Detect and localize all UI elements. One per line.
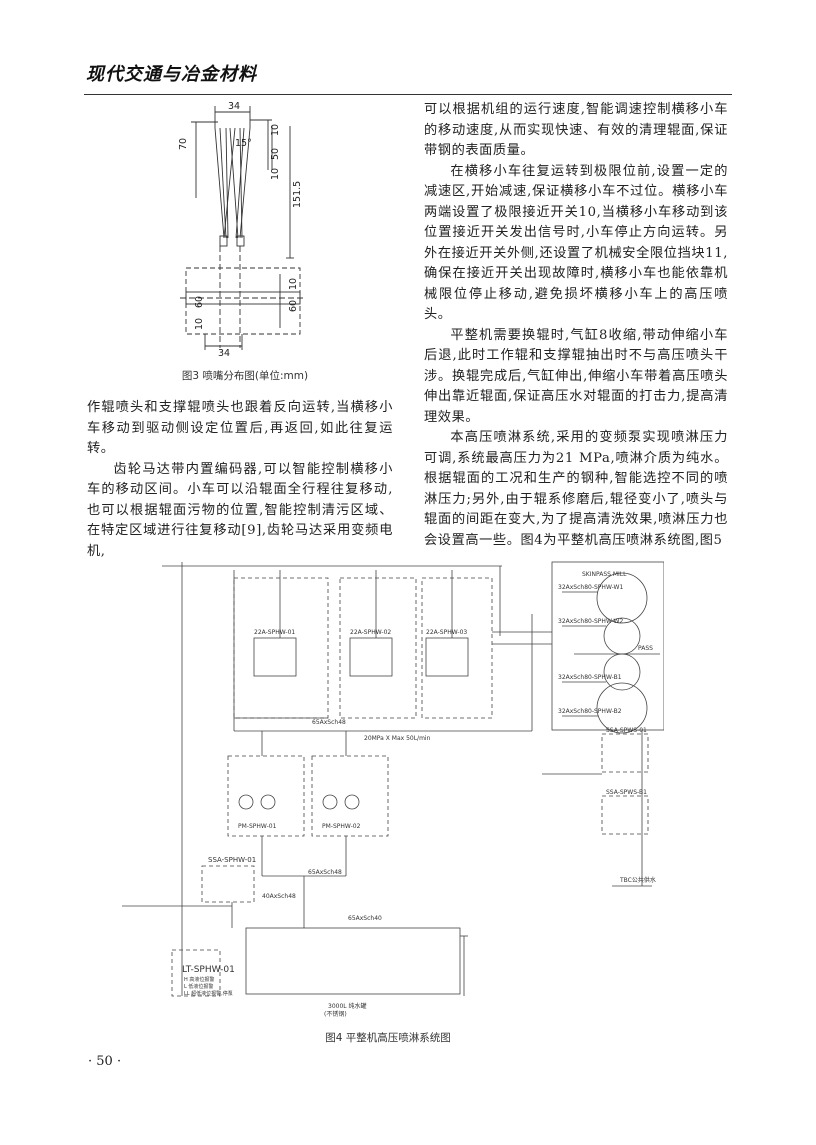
fig4-pipe-label: 65AxSch48 [312,719,346,726]
fig4-pump-spec: 20MPa X Max 50L/min [364,735,431,742]
figure4-caption: 图4 平整机高压喷淋系统图 [325,1032,451,1044]
paragraph: 在横移小车往复运转到极限位前,设置一定的减速区,开始减速,保证横移小车不过位。横… [424,163,728,323]
journal-title: 现代交通与冶金材料 [86,64,257,85]
fig4-valve-label: 22A-SPHW-02 [350,629,391,636]
fig4-pass-label: PASS [638,645,653,652]
fig3-dim-151-5: 151.5 [292,181,303,208]
fig4-tank-label: 3000L 纯水罐 [328,1002,367,1010]
fig4-line-label: 32AxSch80-SPHW-W1 [558,584,623,591]
fig4-pipe-label: 65AxSch40 [348,915,382,922]
fig4-filter-label: SSA-SPWS-01 [606,727,647,734]
fig4-pump-label: PM-SPHW-01 [238,823,277,830]
fig4-pump-label: PM-SPHW-02 [322,823,361,830]
paragraph: 本高压喷淋系统,采用的变频泵实现喷淋压力可调,系统最高压力为21 MPa,喷淋介… [424,430,728,548]
fig4-pipe-label: 40AxSch48 [262,893,296,900]
page-number: · 50 · [88,1054,122,1069]
fig4-line-label: 32AxSch80-SPHW-W2 [558,618,623,625]
fig4-level-label: LT-SPHW-01 [182,965,235,975]
fig4-misc-label: TBC公共供水 [619,876,656,884]
fig3-dim-34-bottom: 34 [218,348,230,359]
fig4-pipe-label: 65AxSch48 [308,869,342,876]
figure3-caption: 图3 喷嘴分布图(单位:mm) [181,370,309,382]
header-rule [84,94,732,95]
right-column: 可以根据机组的运行速度,智能调速控制横移小车的移动速度,从而实现快速、有效的清理… [424,100,728,551]
figure3-nozzle-diagram: 34 70 15° 10 50 10 151.5 10 60 60 10 34 [178,101,306,359]
fig4-tank-unit-label: SSA-SPHW-01 [208,856,256,864]
paragraph: 可以根据机组的运行速度,智能调速控制横移小车的移动速度,从而实现快速、有效的清理… [424,102,728,158]
fig4-level-note: LL 超低液位报警,停泵 [184,990,233,997]
paragraph: 作辊喷头和支撑辊喷头也跟着反向运转,当横移小车移动到驱动侧设定位置后,再返回,如… [87,400,393,456]
fig3-dim-34-top: 34 [228,101,240,112]
fig4-line-label: 32AxSch80-SPHW-B1 [558,674,622,681]
fig4-line-label: 32AxSch80-SPHW-B2 [558,708,622,715]
fig3-dim-60-left: 60 [194,296,205,308]
fig3-dim-10b: 10 [270,168,281,180]
fig3-dim-angle: 15° [235,138,252,149]
fig4-mill-label: SKINPASS MILL [582,571,627,578]
fig3-dim-10a: 10 [270,124,281,136]
fig3-dim-50: 50 [270,148,281,160]
fig4-level-note: L 低液位报警 [184,983,213,990]
fig3-dim-70: 70 [178,138,189,150]
fig4-valve-label: 22A-SPHW-01 [254,629,295,636]
fig4-valve-label: 22A-SPHW-03 [426,629,467,636]
figure4-system-schematic: SKINPASS MILL PASS 32AxSch80-SPHW-W1 32A… [122,561,664,1018]
fig3-dim-10c: 10 [288,278,299,290]
fig4-filter-label: SSA-SPWS-B1 [606,789,647,796]
paragraph: 齿轮马达带内置编码器,可以智能控制横移小车的移动区间。小车可以沿辊面全行程往复移… [87,461,393,559]
fig4-tank-material: (不锈钢) [324,1010,347,1018]
paragraph: 平整机需要换辊时,气缸8收缩,带动伸缩小车后退,此时工作辊和支撑辊抽出时不与高压… [424,327,728,425]
fig4-level-note: H 高液位报警 [184,976,214,983]
fig3-dim-60-right: 60 [288,300,299,312]
left-column: 作辊喷头和支撑辊喷头也跟着反向运转,当横移小车移动到驱动侧设定位置后,再返回,如… [87,398,393,562]
fig3-dim-10d: 10 [194,318,205,330]
